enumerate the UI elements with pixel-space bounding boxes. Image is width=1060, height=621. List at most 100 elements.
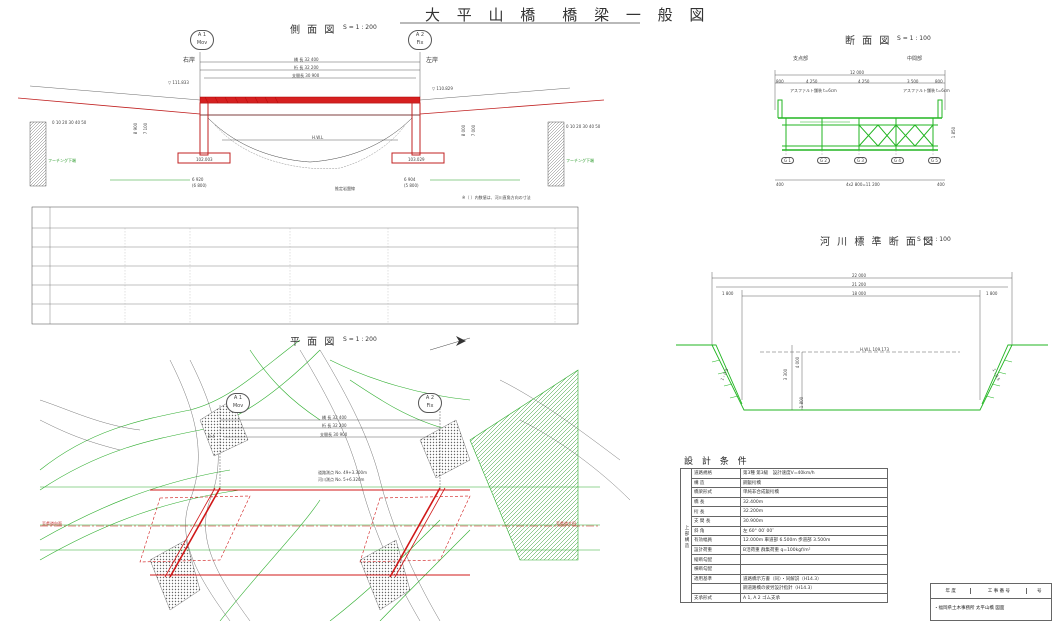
design-condition-label: 桁 長	[691, 506, 741, 517]
design-condition-row: 構 造鋼鈑桁橋	[681, 477, 888, 489]
river-bed-width: 18 000	[852, 291, 866, 296]
design-condition-row: 鋼道路橋の疲労設計指針（H14.3）	[681, 583, 888, 594]
design-condition-value: 左 60° 00′ 00″	[740, 525, 888, 537]
plan-a2-marker: A 2 Fix	[418, 393, 442, 413]
right-dim-a: 8 000	[461, 124, 467, 137]
river-depth-b: 4 000	[795, 356, 801, 369]
pave-left: アスファルト舗装 t=6cm	[790, 88, 837, 93]
design-condition-value: B活荷重 群集荷重 q=100kgf/m²	[740, 544, 888, 556]
design-condition-value: 単純非合成鈑桁橋	[740, 487, 888, 498]
embankment-hatch	[469, 369, 579, 561]
cross-bottom-right: 400	[937, 182, 945, 187]
design-condition-value: 12.000m 車道部 6.500m 歩道部 3.500m	[740, 535, 888, 546]
design-condition-label: 支承形式	[691, 592, 741, 604]
right-direction-label: 至県道大田	[556, 521, 576, 526]
design-condition-value: 第3種 第3級 設計速度V=40km/h	[740, 468, 888, 479]
boring-log-left	[29, 121, 47, 187]
river-section-scale: S = 1 : 100	[917, 236, 951, 243]
river-section-title: 河 川 標 準 断 面 図	[820, 237, 936, 248]
right-dim-b: 7 000	[471, 124, 477, 137]
right-foot-dim: 6 904	[404, 177, 416, 182]
revetment-a2	[419, 419, 471, 479]
river-depth-c: 1 800	[799, 396, 805, 409]
cross-section-scale: S = 1 : 100	[897, 35, 931, 42]
design-condition-value	[740, 563, 888, 575]
north-arrow-icon	[429, 336, 471, 351]
plan-view-scale: S = 1 : 200	[343, 336, 377, 343]
right-foot-skew: (5 800)	[404, 183, 419, 188]
left-foot-skew: (6 800)	[192, 183, 207, 188]
footing-right-label: フーチング下端	[566, 158, 594, 163]
cross-height: 1 850	[951, 126, 957, 139]
n-value-scale-right: 0 10 20 30 40 50	[566, 124, 601, 129]
cross-w1: 800	[776, 79, 784, 84]
side-view-deck	[199, 96, 421, 104]
left-dim-a: 8 900	[133, 122, 139, 135]
design-condition-label: 縦断勾配	[691, 554, 741, 565]
plan-a1-marker: A 1 Mov	[226, 393, 250, 413]
design-condition-row: 橋梁形式単純非合成鈑桁橋	[681, 487, 888, 498]
dimension-note: ※（ ）内数値は、河川直角方向の寸法	[462, 195, 531, 200]
river-hwl: H.W.L 109.173	[860, 347, 890, 352]
plan-span-length: 支間長 30 900	[320, 432, 348, 437]
girder-g4: G 4	[891, 157, 904, 164]
design-condition-label: 有効幅員	[691, 535, 741, 546]
title-block-number: 号	[1026, 588, 1051, 594]
design-condition-value: 道路橋示方書（同）・同解説（H14.3）	[740, 573, 888, 585]
river-berm-right: 1 800	[986, 291, 998, 296]
design-conditions-title: 設 計 条 件	[684, 457, 750, 467]
title-block-office: ・福岡県土木事務所 太平山橋 図面	[934, 606, 1005, 611]
design-condition-value: 鋼道路橋の疲労設計指針（H14.3）	[740, 583, 888, 594]
cross-bottom-left: 400	[776, 182, 784, 187]
plan-view-title: 平 面 図	[290, 337, 337, 348]
river-top-width: 22 000	[852, 273, 866, 278]
girder-g1: G 1	[781, 157, 794, 164]
cross-w2: 4 250	[806, 79, 818, 84]
left-bank-label: 左岸	[426, 57, 439, 64]
design-condition-value: 32.400m	[740, 496, 888, 508]
abutment-a1-side	[199, 102, 209, 156]
river-section-drawing	[676, 272, 1048, 411]
cross-right-label: 中間部	[907, 56, 923, 62]
cross-total-width: 12 000	[850, 70, 864, 75]
rock-line-note: 推定岩盤線	[335, 186, 355, 191]
design-condition-value: 30.900m	[740, 515, 888, 527]
design-condition-row: 斜 角左 60° 00′ 00″	[681, 525, 888, 537]
girder-g2: G 2	[817, 157, 830, 164]
title-block-work-no: 工 事 番 号	[970, 588, 1026, 594]
design-condition-label: 道路規格	[691, 468, 741, 479]
design-condition-row: 上 部 構 造道路規格第3種 第3級 設計速度V=40km/h	[680, 467, 888, 604]
design-condition-value: A 1, A 2 ゴム支承	[740, 592, 888, 604]
right-base-elev: 103.029	[408, 157, 425, 162]
side-view-drawing	[17, 52, 605, 325]
design-condition-value	[740, 554, 888, 565]
cross-w4: 3 500	[907, 79, 919, 84]
abutment-a2-marker: A 2 Fix	[408, 30, 432, 50]
road-station: 道路測点 No. 49+3.300m	[318, 470, 367, 475]
design-condition-value: 32.200m	[740, 506, 888, 517]
pave-right: アスファルト舗装 t=6cm	[903, 88, 950, 93]
design-condition-row: 適用基準道路橋示方書（同）・同解説（H14.3）	[681, 573, 888, 585]
girder-spacing: 4x2 800=11 200	[846, 182, 880, 187]
river-berm-left: 1 800	[722, 291, 734, 296]
cross-section-drawing	[774, 70, 946, 181]
title-block: 年 度 工 事 番 号 号 ・福岡県土木事務所 太平山橋 図面	[930, 583, 1052, 621]
side-bridge-length: 橋 長 32 400	[294, 57, 319, 62]
right-elevation: ▽ 110.829	[432, 86, 453, 91]
girder-g3: G 3	[854, 157, 867, 164]
design-conditions-side-label: 上 部 構 造	[680, 467, 692, 604]
left-base-elev: 102.003	[196, 157, 213, 162]
design-condition-value: 鋼鈑桁橋	[740, 477, 888, 489]
design-condition-label	[691, 583, 741, 594]
left-direction-label: 至県道向面	[42, 521, 62, 526]
drawing-title: 大 平 山 橋 橋 梁 一 般 図	[425, 6, 711, 24]
design-condition-label: 横断勾配	[691, 563, 741, 575]
river-depth-a: 3 300	[783, 368, 789, 381]
cross-left-label: 支点部	[793, 56, 809, 62]
footing-left-label: フーチング下端	[48, 158, 76, 163]
